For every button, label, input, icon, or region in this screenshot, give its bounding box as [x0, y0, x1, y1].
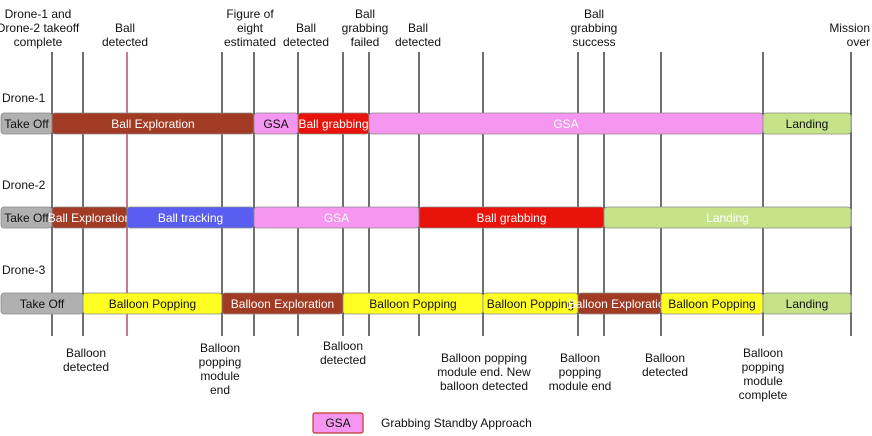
event-top-label: Drone-1 and: [5, 7, 72, 21]
event-bottom-label: popping: [559, 365, 602, 379]
event-bottom-label: complete: [739, 388, 788, 402]
drone-label: Drone-1: [2, 91, 46, 105]
segment-label: Ball grabbing: [476, 211, 546, 225]
segment-label: Take Off: [4, 117, 49, 131]
event-bottom-label: module end. New: [437, 365, 531, 379]
event-top-label: over: [847, 35, 870, 49]
segment-label: Landing: [706, 211, 749, 225]
event-bottom-label: module: [200, 369, 240, 383]
segment-label: Balloon Popping: [668, 297, 755, 311]
event-bottom-label: module end: [549, 379, 612, 393]
event-top-label: complete: [14, 35, 63, 49]
event-top-label: Drone-2 takeoff: [0, 21, 80, 35]
event-lines: [51, 52, 852, 336]
event-top-label: Ball: [296, 21, 316, 35]
event-top-label: detected: [395, 35, 441, 49]
segment-label: GSA: [324, 211, 349, 225]
segment-label: Take Off: [20, 297, 65, 311]
segment-label: Balloon Exploration: [568, 297, 671, 311]
segment-label: Landing: [786, 297, 829, 311]
event-bottom-label: end: [210, 383, 230, 397]
event-top-label: Mission: [829, 21, 870, 35]
event-bottom-label: Balloon popping: [441, 351, 527, 365]
event-top-label: Figure of: [226, 7, 274, 21]
segment-label: Ball Exploration: [111, 117, 194, 131]
event-bottom-label: popping: [742, 360, 785, 374]
segment-label: GSA: [263, 117, 288, 131]
segment-bar: [603, 206, 852, 229]
segment-label: Balloon Popping: [369, 297, 456, 311]
drone-label: Drone-3: [2, 263, 46, 277]
legend-description: Grabbing Standby Approach: [381, 416, 532, 430]
drone-label: Drone-2: [2, 178, 46, 192]
event-bottom-label: Balloon: [323, 339, 363, 353]
event-top-label: Ball: [355, 7, 375, 21]
event-top-label: Ball: [115, 21, 135, 35]
event-top-label: failed: [351, 35, 380, 49]
event-bottom-label: popping: [199, 355, 242, 369]
event-top-label: detected: [283, 35, 329, 49]
segment-label: GSA: [553, 117, 578, 131]
segment-label: Landing: [786, 117, 829, 131]
event-bottom-label: Balloon: [200, 341, 240, 355]
segment-label: Ball Exploration: [48, 211, 131, 225]
segment-label: Take Off: [4, 211, 49, 225]
event-top-label: Ball: [584, 7, 604, 21]
event-bottom-label: Balloon: [645, 351, 685, 365]
event-bottom-label: balloon detected: [440, 379, 528, 393]
event-bottom-label: detected: [320, 353, 366, 367]
event-bottom-label: detected: [642, 365, 688, 379]
segment-label: Ball tracking: [158, 211, 223, 225]
event-top-label: eight: [237, 21, 264, 35]
segment-bar: [762, 292, 852, 315]
legend: GSA Grabbing Standby Approach: [312, 412, 532, 434]
event-bottom-label: module: [743, 374, 783, 388]
legend-swatch-label: GSA: [325, 416, 350, 430]
segment-bar: [762, 112, 852, 135]
event-top-label: Ball: [408, 21, 428, 35]
segment-label: Balloon Exploration: [231, 297, 334, 311]
event-top-label: success: [572, 35, 615, 49]
event-top-label: detected: [102, 35, 148, 49]
event-top-label: grabbing: [342, 21, 389, 35]
legend-swatch: [312, 412, 364, 434]
segment-label: Ball grabbing: [298, 117, 368, 131]
event-top-label: grabbing: [571, 21, 618, 35]
bottom-event-labels: BalloondetectedBalloonpoppingmoduleendBa…: [63, 339, 788, 402]
event-bottom-label: Balloon: [560, 351, 600, 365]
event-bottom-label: Balloon: [66, 346, 106, 360]
segment-label: Balloon Popping: [109, 297, 196, 311]
event-bottom-label: detected: [63, 360, 109, 374]
segment-label: Balloon Popping: [487, 297, 574, 311]
event-top-label: estimated: [224, 35, 276, 49]
event-bottom-label: Balloon: [743, 346, 783, 360]
